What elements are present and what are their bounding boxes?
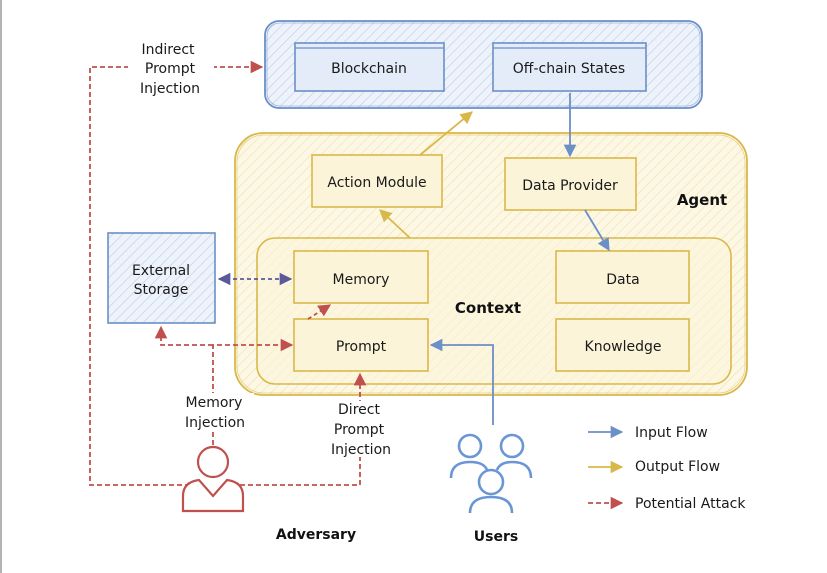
legend-potential-attack: Potential Attack <box>588 496 746 512</box>
external-storage-label-line1: External <box>132 263 190 279</box>
svg-text:Input Flow: Input Flow <box>635 425 708 441</box>
memory-label: Memory <box>333 272 390 288</box>
adversary-label: Adversary <box>276 527 356 543</box>
offchain-states-label: Off-chain States <box>513 61 625 77</box>
action-module-node: Action Module <box>311 154 443 208</box>
knowledge-node: Knowledge <box>555 318 690 372</box>
svg-text:Injection: Injection <box>185 415 245 431</box>
legend: Input Flow Output Flow Potential Attack <box>588 425 746 512</box>
attack-memory-injection-to-storage <box>154 325 213 346</box>
svg-text:Prompt: Prompt <box>334 422 385 438</box>
users-label: Users <box>474 529 518 545</box>
svg-text:Injection: Injection <box>331 442 391 458</box>
output-flow-action-to-chain <box>419 111 473 156</box>
svg-text:Prompt: Prompt <box>145 61 196 77</box>
users-icon <box>449 433 533 514</box>
action-module-label: Action Module <box>327 175 426 191</box>
knowledge-label: Knowledge <box>585 339 662 355</box>
agent-container: Agent Action Module Data Provider Contex… <box>234 132 748 396</box>
offchain-states-node: Off-chain States <box>492 42 647 92</box>
legend-input-flow: Input Flow <box>588 425 708 441</box>
data-label: Data <box>606 272 639 288</box>
blockchain-label: Blockchain <box>331 61 407 77</box>
data-provider-label: Data Provider <box>522 178 618 194</box>
context-title: Context <box>455 299 521 317</box>
data-node: Data <box>555 250 690 304</box>
external-storage-node: External Storage <box>107 232 216 324</box>
svg-text:Output Flow: Output Flow <box>635 459 720 475</box>
svg-text:Indirect: Indirect <box>141 42 195 58</box>
data-provider-node: Data Provider <box>504 157 637 211</box>
memory-injection-label: Memory Injection <box>176 393 254 431</box>
attack-prompt-to-memory <box>307 304 332 320</box>
indirect-prompt-injection-label: Indirect Prompt Injection <box>128 40 214 98</box>
input-flow-users-to-prompt <box>429 338 494 425</box>
prompt-label: Prompt <box>336 339 387 355</box>
output-flow-context-to-action <box>379 209 411 239</box>
blockchain-layer: Blockchain Off-chain States <box>264 20 703 109</box>
prompt-node: Prompt <box>293 318 429 372</box>
agent-title: Agent <box>677 191 727 209</box>
svg-text:Injection: Injection <box>140 81 200 97</box>
external-storage-label-line2: Storage <box>134 282 189 298</box>
input-flow-provider-to-data <box>584 209 610 252</box>
adversary-icon <box>181 445 245 513</box>
context-container: Context Memory Prompt Data Knowledge <box>256 237 732 385</box>
memory-node: Memory <box>293 250 429 304</box>
svg-text:Direct: Direct <box>338 402 380 418</box>
blockchain-node: Blockchain <box>294 42 445 92</box>
svg-text:Potential Attack: Potential Attack <box>635 496 746 512</box>
legend-output-flow: Output Flow <box>588 459 720 475</box>
svg-text:Memory: Memory <box>186 395 243 411</box>
direct-prompt-injection-label: Direct Prompt Injection <box>322 401 400 458</box>
